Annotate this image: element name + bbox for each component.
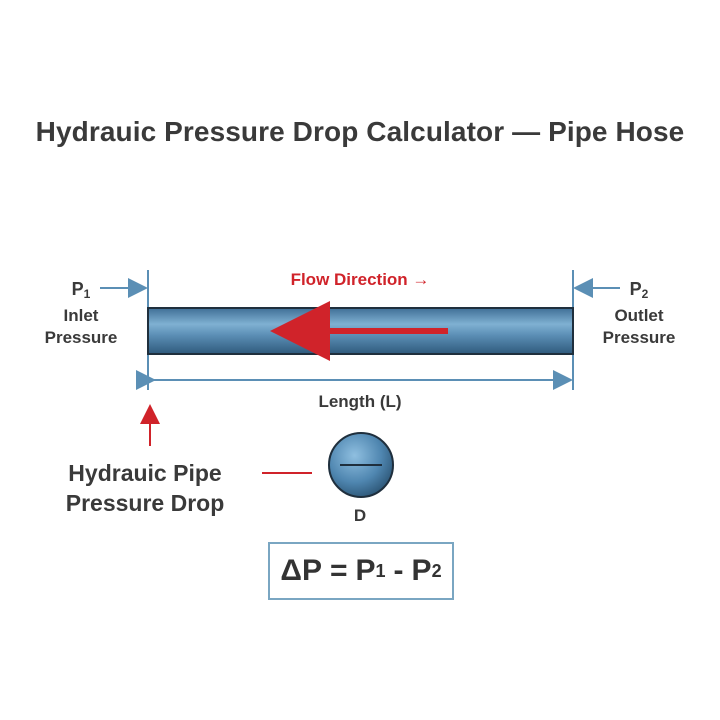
outlet-line1: Outlet bbox=[614, 306, 664, 325]
outlet-line2: Pressure bbox=[602, 328, 676, 347]
diameter-label: D bbox=[353, 506, 367, 525]
outlet-label: P2 Outlet Pressure bbox=[594, 278, 684, 349]
page-title: Hydrauic Pressure Drop Calculator — Pipe… bbox=[35, 116, 685, 147]
formula-p1: P bbox=[355, 554, 376, 587]
formula-delta-p: ΔP bbox=[280, 554, 322, 587]
pressure-drop-label: Hydrauic Pipe Pressure Drop bbox=[40, 458, 250, 518]
outlet-symbol: P bbox=[629, 279, 642, 299]
inlet-subscript: 1 bbox=[83, 287, 91, 301]
formula-minus: - bbox=[393, 554, 404, 587]
outlet-subscript: 2 bbox=[641, 287, 649, 301]
inlet-line2: Pressure bbox=[44, 328, 118, 347]
inlet-symbol: P bbox=[71, 279, 84, 299]
formula-p2: P bbox=[411, 554, 432, 587]
inlet-line1: Inlet bbox=[63, 306, 99, 325]
inlet-label: P1 Inlet Pressure bbox=[36, 278, 126, 349]
formula-p2-subscript: 2 bbox=[431, 560, 442, 581]
formula-p1-subscript: 1 bbox=[375, 560, 386, 581]
pressure-drop-line1: Hydrauic Pipe bbox=[68, 460, 222, 486]
formula-equals: = bbox=[329, 554, 348, 587]
pressure-drop-line2: Pressure Drop bbox=[65, 490, 225, 516]
flow-direction-label: Flow Direction → bbox=[290, 270, 430, 289]
length-label: Length (L) bbox=[318, 392, 402, 411]
